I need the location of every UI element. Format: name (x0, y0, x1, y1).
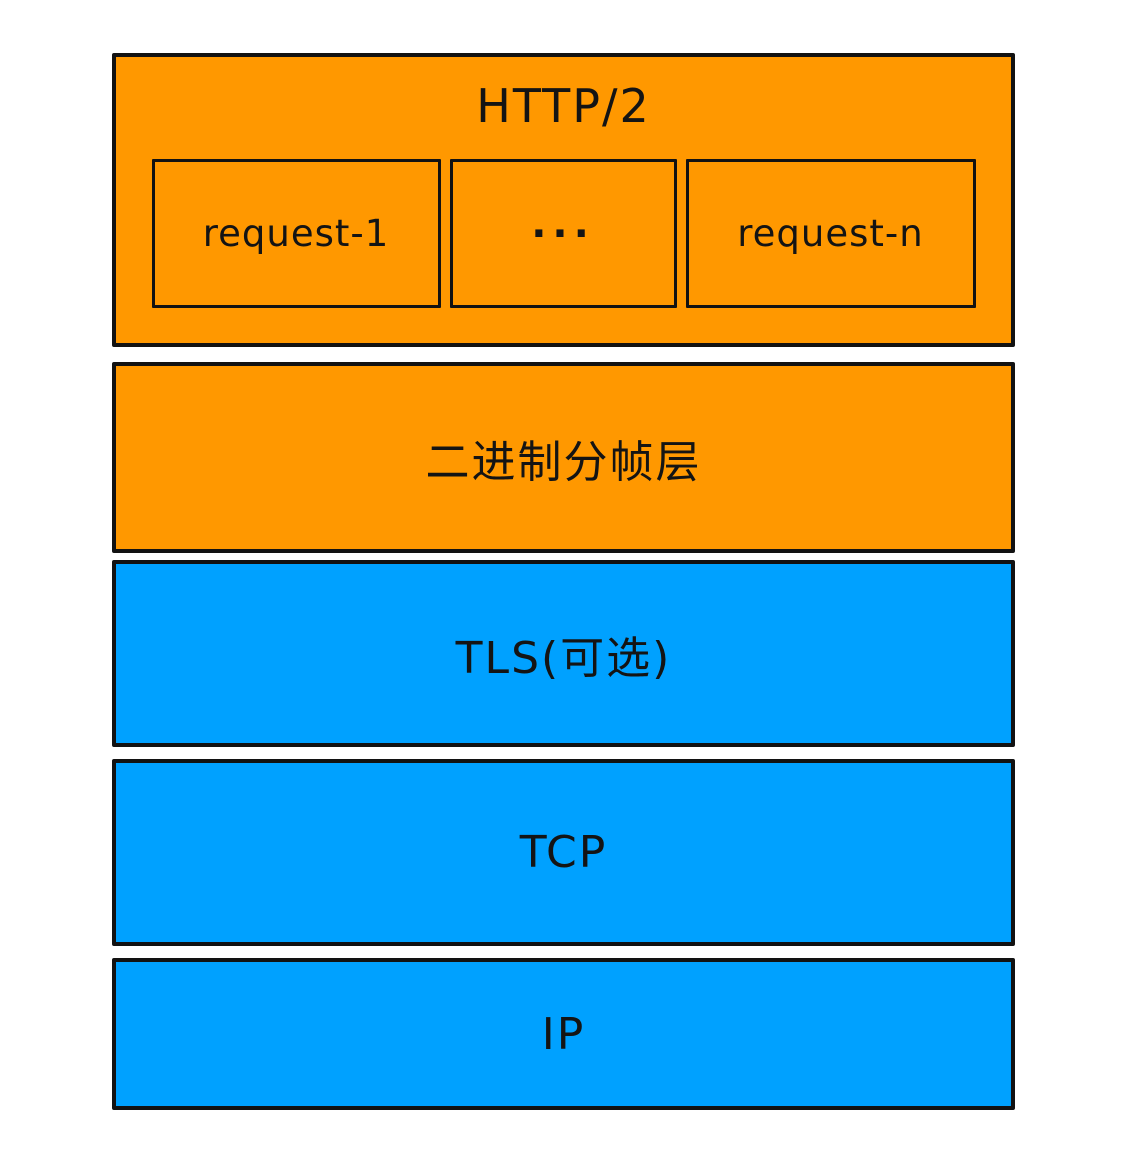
layer-tls: TLS(可选) (112, 560, 1015, 747)
layer-ip-label: IP (541, 1008, 586, 1060)
layer-http2: HTTP/2 request-1 ··· request-n (112, 53, 1015, 347)
request-1-box: request-1 (151, 159, 441, 308)
layer-ip: IP (112, 958, 1015, 1110)
layer-http2-label: HTTP/2 (476, 79, 651, 133)
layer-tcp-label: TCP (519, 827, 608, 878)
request-n-box: request-n (685, 159, 976, 308)
request-row: request-1 ··· request-n (151, 159, 976, 308)
request-1-label: request-1 (202, 212, 390, 255)
request-ellipsis-box: ··· (449, 159, 677, 308)
layer-binary-framing: 二进制分帧层 (112, 362, 1015, 553)
layer-tcp: TCP (112, 759, 1015, 946)
layer-tls-label: TLS(可选) (455, 632, 672, 684)
request-ellipsis-label: ··· (531, 210, 595, 257)
layer-binary-framing-label: 二进制分帧层 (425, 436, 702, 488)
request-n-label: request-n (737, 212, 924, 255)
